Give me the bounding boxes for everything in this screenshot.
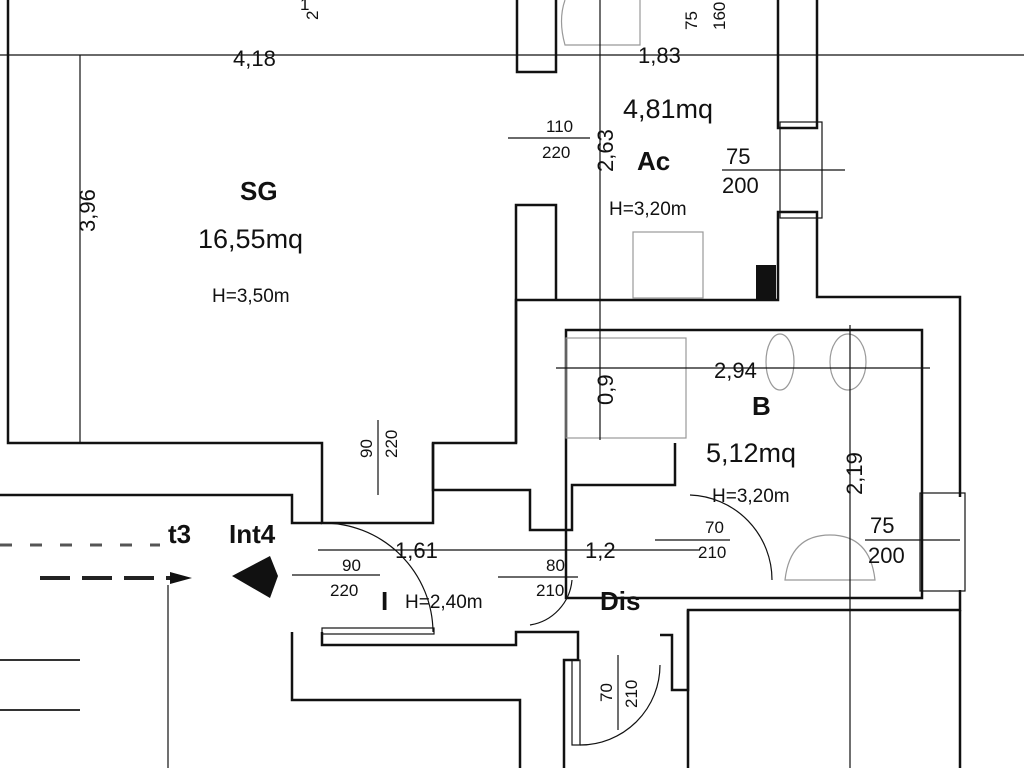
- bathtub-icon: [560, 0, 641, 46]
- ac-top-window-w: 75: [682, 11, 701, 30]
- ac-window-h: 200: [722, 173, 759, 198]
- room-height-b: H=3,20m: [712, 486, 790, 507]
- ac-width-dim: 1,83: [638, 43, 681, 68]
- bidet-icon: [765, 333, 795, 391]
- section-marker: I: [381, 586, 388, 616]
- b-width-dim: 2,94: [714, 358, 757, 383]
- ac-depth-dim: 2,63: [593, 129, 618, 172]
- ac-window-w: 75: [726, 144, 750, 169]
- walls: [0, 0, 966, 768]
- dis-width-dim-1: 1,61: [395, 538, 438, 563]
- room-height-ac: H=3,20m: [609, 199, 687, 220]
- room-area-b: 5,12mq: [706, 438, 796, 468]
- b-window-h: 200: [868, 543, 905, 568]
- room-name-ac: Ac: [637, 146, 670, 176]
- fixtures: [560, 0, 876, 581]
- room-name-int4: Int4: [229, 519, 276, 549]
- sg-depth-dim: 3,96: [75, 189, 100, 232]
- sink-icon: [784, 534, 876, 581]
- sg-door-w: 90: [357, 439, 376, 458]
- shower-icon: [565, 337, 687, 439]
- b-door-w: 70: [705, 518, 724, 537]
- b-window-w: 75: [870, 513, 894, 538]
- arrow-icon: [170, 572, 192, 584]
- b-shower-dim: 0,9: [593, 374, 618, 405]
- b-depth-dim: 2,19: [842, 452, 867, 495]
- dis-door-w: 80: [546, 556, 565, 575]
- opening-width: 1: [300, 0, 309, 14]
- stove-icon: [632, 231, 704, 299]
- room-height-sg: H=3,50m: [212, 286, 290, 307]
- dis-width-dim-2: 1,2: [585, 538, 616, 563]
- entry-door-w: 90: [342, 556, 361, 575]
- sg-width-dim: 4,18: [233, 46, 276, 71]
- int3-area: [0, 543, 278, 768]
- bottom-door-w: 70: [597, 683, 616, 702]
- door-swings: [321, 494, 773, 746]
- ac-top-window-h: 160: [710, 2, 729, 30]
- room-name-b: B: [752, 391, 771, 421]
- opening-height: 2: [303, 11, 322, 20]
- entry-door-h: 220: [330, 581, 358, 600]
- room-name-int3: t3: [168, 519, 191, 549]
- toilet-icon: [829, 333, 867, 391]
- bottom-door-h: 210: [622, 680, 641, 708]
- entry-arrow-icon: [232, 556, 278, 598]
- ac-door-h: 220: [542, 143, 570, 162]
- ac-door-w: 110: [546, 117, 573, 136]
- room-name-sg: SG: [240, 176, 278, 206]
- dis-door-h: 210: [536, 581, 564, 600]
- room-height-dis: H=2,40m: [405, 592, 483, 613]
- room-area-ac: 4,81mq: [623, 94, 713, 124]
- room-area-sg: 16,55mq: [198, 224, 303, 254]
- b-door-h: 210: [698, 543, 726, 562]
- sg-door-h: 220: [382, 430, 401, 458]
- room-name-dis: Dis: [600, 586, 640, 616]
